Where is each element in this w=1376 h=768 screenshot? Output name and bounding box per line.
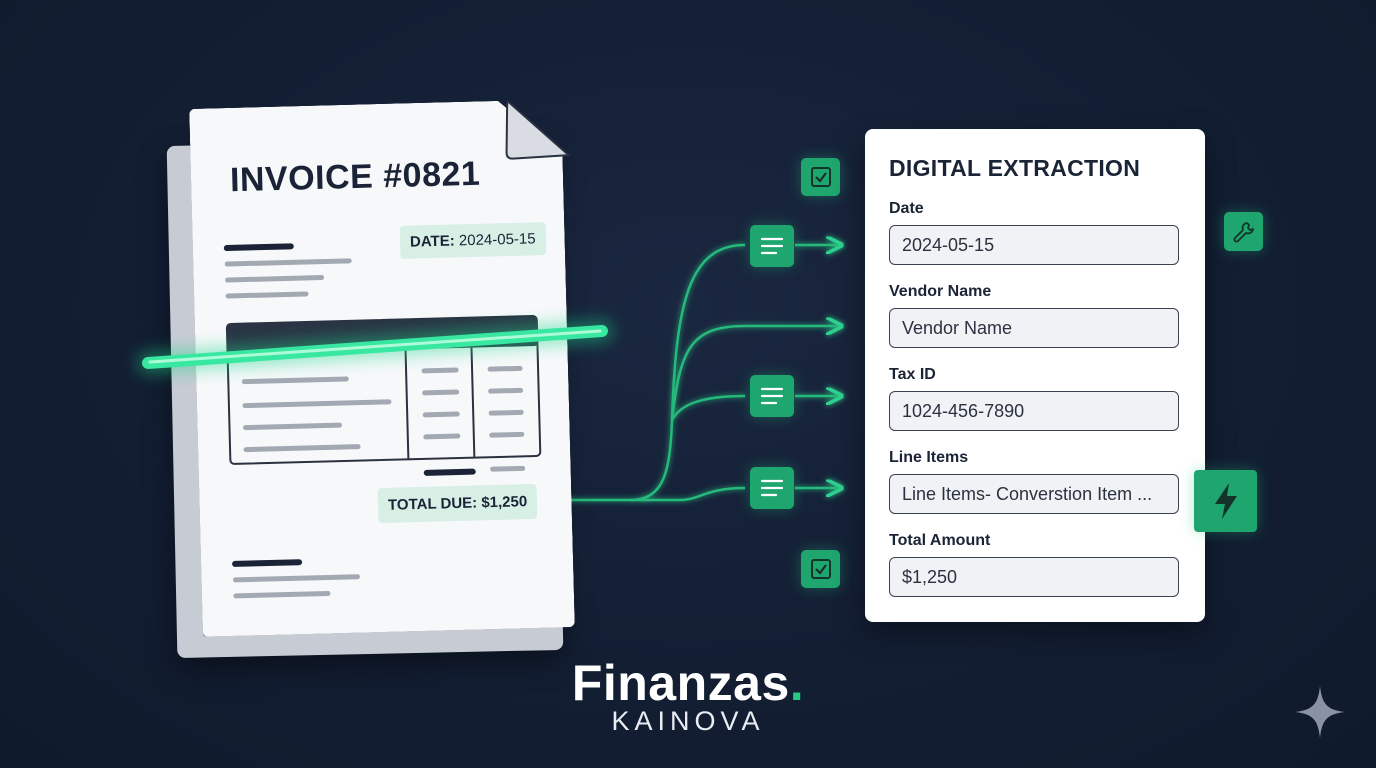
- field-label-tax: Tax ID: [889, 366, 936, 383]
- extraction-card: DIGITAL EXTRACTION Date 2024-05-15 Vendo…: [865, 129, 1205, 622]
- connector-to-lines: [630, 486, 746, 502]
- date-field[interactable]: 2024-05-15: [889, 225, 1179, 265]
- field-label-total: Total Amount: [889, 532, 991, 549]
- total-amount-field[interactable]: $1,250: [889, 557, 1179, 597]
- field-label-line-items: Line Items: [889, 449, 969, 466]
- wrench-icon: [1224, 212, 1263, 251]
- connector-to-date: [670, 243, 746, 421]
- line-items-field[interactable]: Line Items- Converstion Item ...: [889, 474, 1179, 514]
- page-fold: [505, 99, 571, 160]
- brand-dot: .: [789, 655, 805, 711]
- lightning-icon: [1194, 470, 1257, 532]
- document-lines-icon: [750, 467, 794, 509]
- check-square-icon: [801, 550, 840, 588]
- document-lines-icon: [750, 225, 794, 267]
- connector-to-vendor: [670, 326, 840, 421]
- tax-id-field[interactable]: 1024-456-7890: [889, 391, 1179, 431]
- document-lines-icon: [750, 375, 794, 417]
- brand-name: Finanzas: [571, 655, 790, 711]
- sparkle-icon: [1295, 686, 1345, 738]
- field-label-date: Date: [889, 200, 924, 217]
- check-square-icon: [801, 158, 840, 196]
- connector-to-tax: [670, 394, 746, 421]
- brand-tagline: KAINOVA: [611, 706, 765, 736]
- brand-logo: Finanzas.: [0, 654, 1376, 712]
- vendor-name-field[interactable]: Vendor Name: [889, 308, 1179, 348]
- field-label-vendor: Vendor Name: [889, 283, 992, 300]
- extraction-title: DIGITAL EXTRACTION: [889, 155, 1141, 181]
